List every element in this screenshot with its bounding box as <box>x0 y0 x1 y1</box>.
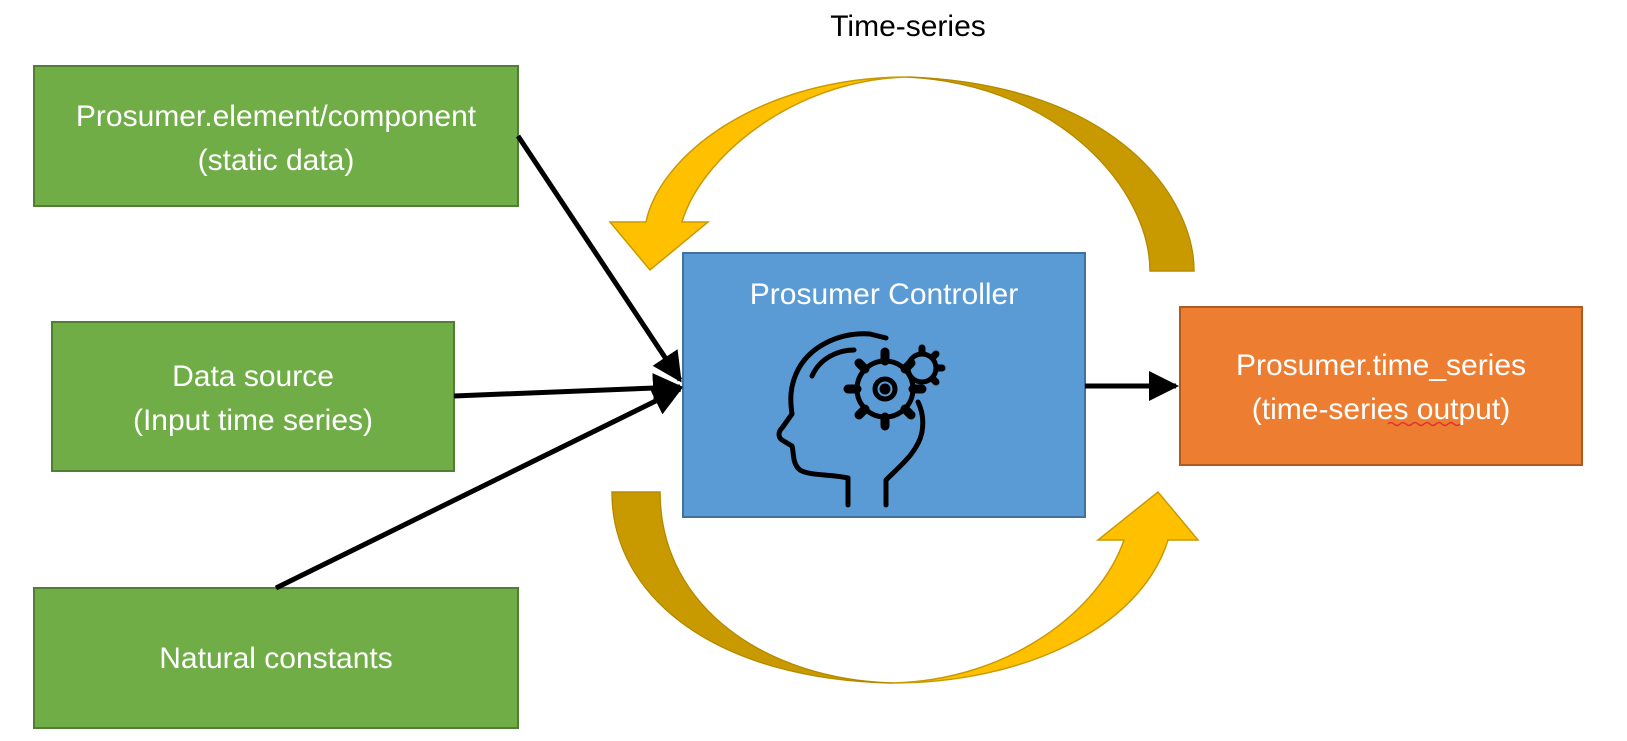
edge-source-to-controller <box>453 373 683 404</box>
node-data-source-line2: (Input time series) <box>133 404 373 437</box>
node-static-data-line2: (static data) <box>198 144 355 177</box>
connectors <box>274 134 1179 591</box>
node-output: Prosumer.time_series (time-series output… <box>1179 306 1583 466</box>
node-static-data: Prosumer.element/component (static data) <box>33 65 519 207</box>
node-natural-constants-line1: Natural constants <box>159 642 392 675</box>
head-gears-icon <box>776 331 946 508</box>
node-static-data-line1: Prosumer.element/component <box>76 100 477 133</box>
node-output-line2: (time-series output) <box>1252 393 1510 426</box>
node-output-line1: Prosumer.time_series <box>1236 349 1526 382</box>
node-controller: Prosumer Controller <box>682 252 1086 518</box>
edge-constants-to-controller <box>274 386 683 591</box>
node-data-source: Data source (Input time series) <box>51 321 455 472</box>
spellcheck-squiggle <box>1387 421 1461 427</box>
edge-static-to-controller <box>515 134 683 383</box>
loop-arrow-top <box>608 76 1195 272</box>
loop-arrow-bottom <box>611 490 1200 684</box>
node-natural-constants: Natural constants <box>33 587 519 729</box>
node-controller-line1: Prosumer Controller <box>750 278 1018 311</box>
diagram-title: Time-series <box>830 10 986 43</box>
node-data-source-line1: Data source <box>172 360 334 393</box>
